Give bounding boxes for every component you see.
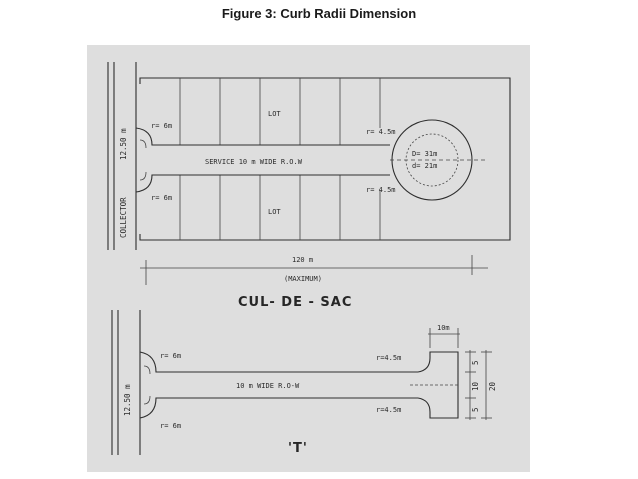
head-dim-20: 20 (488, 381, 497, 391)
tee-collector-width-label: 12.50 m (123, 384, 132, 416)
service-road-label: SERVICE 10 m WIDE R.O.W (205, 158, 303, 166)
curb-return-mark (139, 139, 147, 149)
cul-de-sac-plan: COLLECTOR 12.50 m LOT LOT SERVICE 10 m W… (107, 62, 511, 310)
head-dim-10: 10 (471, 381, 480, 391)
tee-radius-top-right: r=4.5m (376, 354, 401, 362)
head-dim-5-bottom: 5 (471, 407, 480, 412)
figure-title: Figure 3: Curb Radii Dimension (221, 6, 417, 21)
inner-diameter-label: d= 21m (412, 162, 437, 170)
length-note-label: (MAXIMUM) (284, 275, 322, 283)
radius-label-top-left: r= 6m (151, 122, 172, 130)
curb-return-mark (139, 171, 147, 181)
road-edge-bottom (135, 174, 390, 193)
head-width-label: 10m (437, 324, 450, 332)
tee-plan: 12.50 m 10m 5 10 5 20 10 m WIDE R.O-W r=… (111, 310, 497, 456)
lot-label-top: LOT (268, 110, 281, 118)
cul-de-sac-heading: CUL- DE - SAC (238, 295, 352, 310)
tee-curb-return-mark (143, 365, 151, 375)
radius-label-bottom-right: r= 4.5m (366, 186, 396, 194)
tee-radius-bottom-left: r= 6m (160, 422, 181, 430)
collector-label: COLLECTOR (119, 197, 128, 238)
tee-road-edge-top (139, 351, 418, 373)
tee-radius-bottom-right: r=4.5m (376, 406, 401, 414)
head-dim-5-top: 5 (471, 360, 480, 365)
collector-width-label: 12.50 m (119, 128, 128, 160)
length-value-label: 120 m (292, 256, 313, 264)
tee-radius-top-left: r= 6m (160, 352, 181, 360)
road-edge-top (135, 127, 390, 146)
outer-diameter-label: D= 31m (412, 150, 437, 158)
lot-label-bottom: LOT (268, 208, 281, 216)
plan-sheet-background (87, 45, 530, 472)
radius-label-bottom-left: r= 6m (151, 194, 172, 202)
tee-heading: 'T' (288, 441, 308, 456)
tee-road-label: 10 m WIDE R.O-W (236, 382, 300, 390)
tee-curb-return-mark (143, 395, 151, 405)
radius-label-top-right: r= 4.5m (366, 128, 396, 136)
tee-road-edge-bottom (139, 397, 418, 419)
lot-boundary (139, 77, 511, 241)
